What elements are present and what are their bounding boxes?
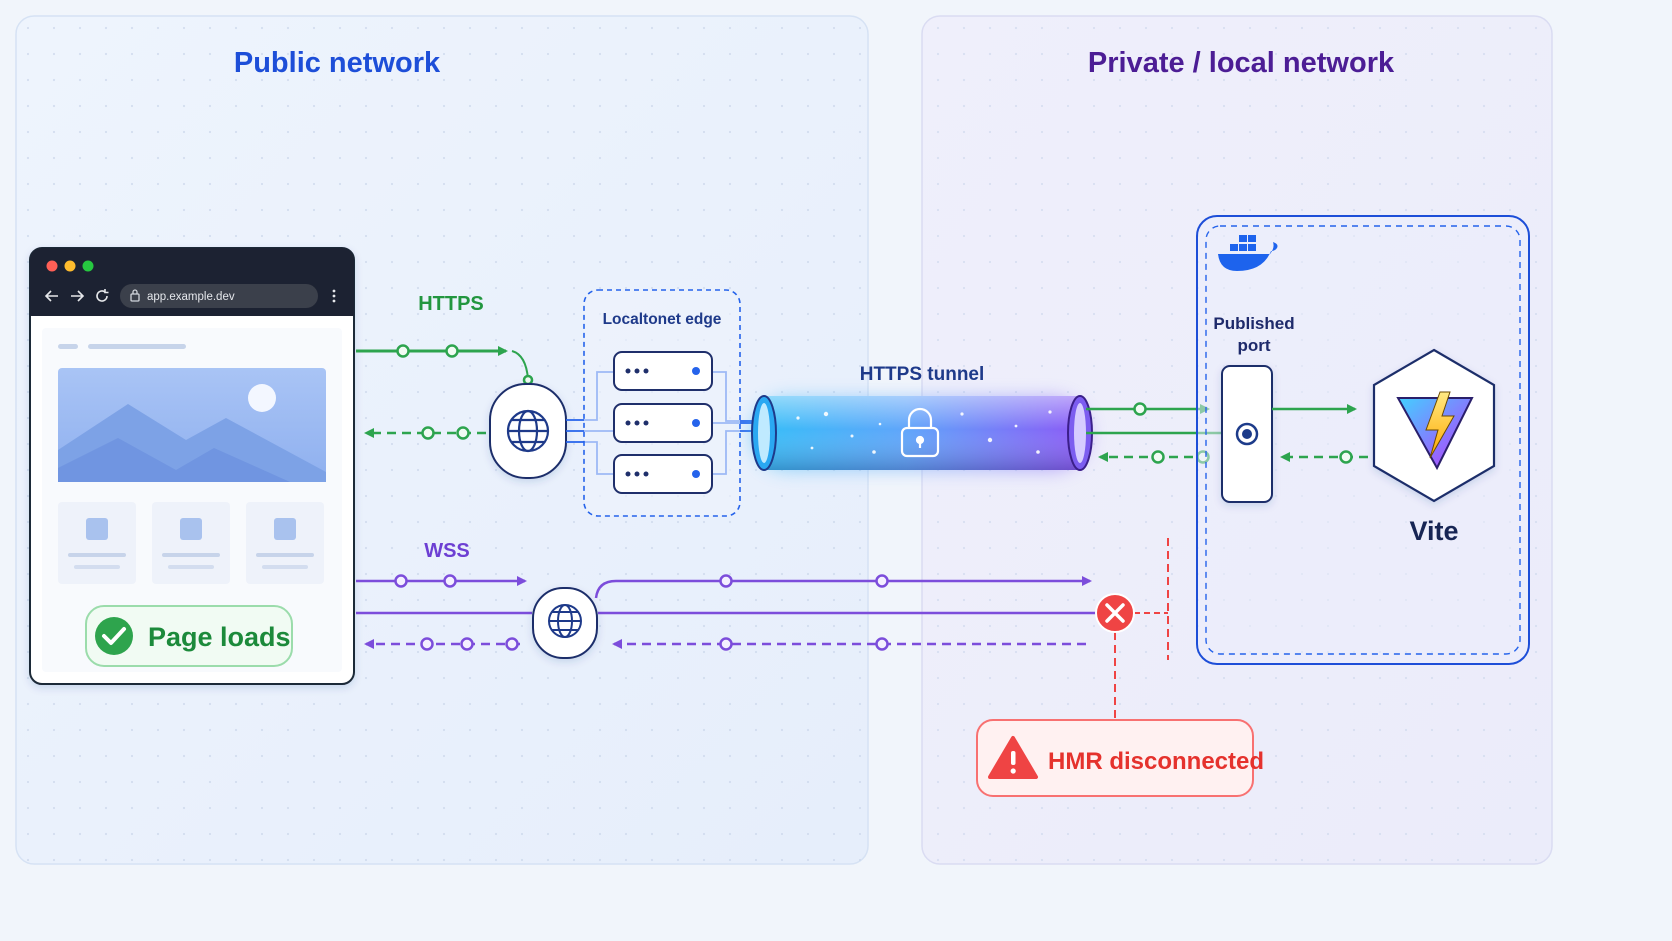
hmr-disconnected-alert: HMR disconnected — [976, 719, 1264, 797]
padlock-icon — [900, 407, 940, 458]
globe-icon — [506, 409, 550, 453]
address-bar[interactable] — [120, 284, 318, 308]
content-card — [58, 502, 136, 584]
back-arrow-icon[interactable] — [44, 290, 58, 302]
red-dot-icon — [46, 260, 58, 272]
connection-failure — [1095, 538, 1169, 718]
green-dot-icon — [82, 260, 94, 272]
reload-icon[interactable] — [96, 289, 109, 302]
warning-triangle-icon — [988, 736, 1038, 779]
private-network-title: Private / local network — [1088, 47, 1395, 79]
globe-icon — [548, 604, 582, 638]
wss-request-flow — [356, 574, 1098, 615]
page-loads-badge: Page loads — [85, 605, 293, 667]
https-request-flow — [356, 344, 534, 386]
docker-whale-icon — [1218, 235, 1278, 271]
https-tunnel-label: HTTPS tunnel — [860, 364, 985, 385]
checkmark-icon — [95, 617, 133, 655]
kebab-menu-icon[interactable] — [332, 289, 336, 303]
vite-label: Vite — [1409, 516, 1458, 546]
localtonet-edge: Localtonet edge — [583, 289, 741, 517]
server-icon — [613, 454, 713, 494]
forward-arrow-icon[interactable] — [71, 290, 85, 302]
server-icon — [613, 351, 713, 391]
page-loads-label: Page loads — [148, 622, 291, 652]
docker-container: Published port Vite — [1196, 215, 1530, 665]
wss-label: WSS — [424, 540, 470, 562]
hero-image-placeholder — [58, 368, 326, 482]
https-tunnel — [751, 395, 1093, 471]
https-response-flow — [364, 426, 486, 440]
vite-logo-icon — [1396, 391, 1474, 471]
port-to-vite-flow — [1272, 404, 1368, 464]
wss-entry-node — [532, 587, 598, 659]
server-icon — [613, 403, 713, 443]
published-port-label-line2: port — [1237, 336, 1270, 355]
published-port-label-line1: Published — [1213, 314, 1294, 333]
address-bar-url: app.example.dev — [147, 291, 235, 303]
localtonet-edge-title: Localtonet edge — [603, 311, 722, 328]
https-label: HTTPS — [418, 293, 484, 315]
lock-icon — [130, 289, 140, 302]
content-card — [152, 502, 230, 584]
yellow-dot-icon — [64, 260, 76, 272]
public-network-title: Public network — [234, 47, 441, 79]
wss-response-flow — [364, 637, 1086, 651]
browser-window: app.example.dev — [29, 247, 355, 685]
content-card — [246, 502, 324, 584]
published-port — [1221, 365, 1273, 503]
hmr-disconnected-label: HMR disconnected — [1048, 748, 1264, 775]
